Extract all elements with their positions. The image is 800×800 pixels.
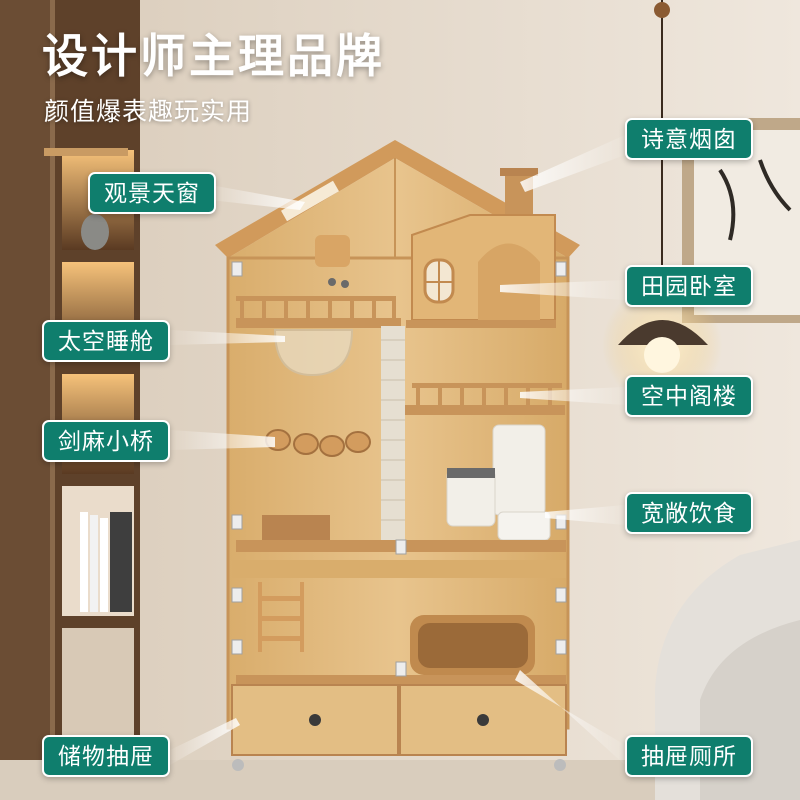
- callout-feeding: 宽敞饮食: [625, 492, 753, 534]
- callout-sisal-bridge: 剑麻小桥: [42, 420, 170, 462]
- callout-space-capsule: 太空睡舱: [42, 320, 170, 362]
- callout-chimney: 诗意烟囱: [625, 118, 753, 160]
- subline: 颜值爆表趣玩实用: [44, 97, 253, 126]
- accent-bar: [44, 148, 128, 156]
- headline: 设计师主理品牌: [42, 29, 385, 83]
- callout-skylight: 观景天窗: [88, 172, 216, 214]
- callout-bedroom: 田园卧室: [625, 265, 753, 307]
- callout-litter: 抽屉厕所: [625, 735, 753, 777]
- callout-beams: [170, 135, 625, 765]
- callout-loft: 空中阁楼: [625, 375, 753, 417]
- callout-storage-drawer: 储物抽屉: [42, 735, 170, 777]
- bedroom-house: [411, 214, 556, 321]
